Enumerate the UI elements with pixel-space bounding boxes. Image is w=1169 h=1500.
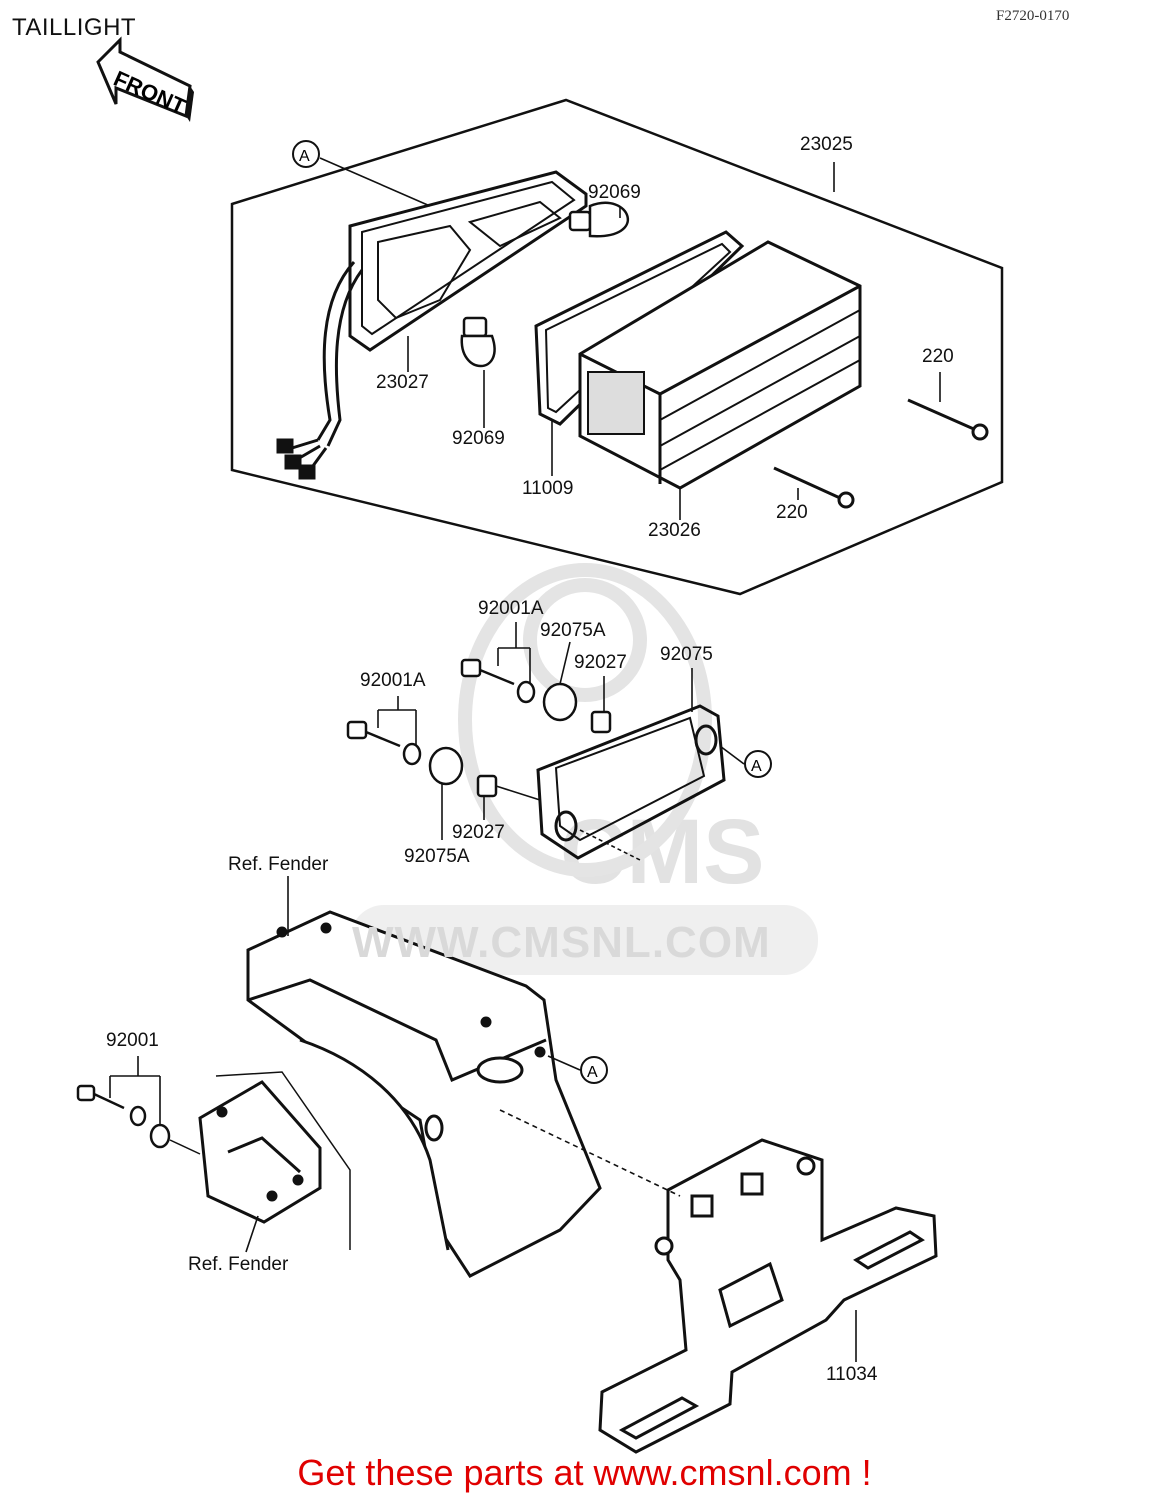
callout-92075[interactable]: 92075 bbox=[660, 644, 713, 665]
callout-220-lower[interactable]: 220 bbox=[776, 502, 808, 523]
bolt-92001 bbox=[76, 1084, 201, 1155]
figure-id: F2720-0170 bbox=[996, 8, 1070, 24]
rear-fender bbox=[246, 910, 602, 1278]
screw-lower bbox=[773, 466, 855, 509]
callout-ref-fender-top[interactable]: Ref. Fender bbox=[228, 854, 329, 875]
assembly-outline bbox=[230, 98, 1004, 596]
footer-link[interactable]: Get these parts at www.cmsnl.com ! bbox=[297, 1452, 872, 1493]
screw-upper bbox=[907, 398, 989, 441]
callout-92069-top[interactable]: 92069 bbox=[588, 182, 641, 203]
lens-housing bbox=[348, 170, 588, 352]
wire-harness bbox=[276, 261, 364, 480]
callout-23026[interactable]: 23026 bbox=[648, 520, 701, 541]
page-title: TAILLIGHT bbox=[12, 14, 137, 41]
license-plate-bracket bbox=[598, 1138, 938, 1454]
callout-92027-lower[interactable]: 92027 bbox=[452, 822, 505, 843]
watermark-url: WWW.CMSNL.COM bbox=[352, 918, 771, 967]
taillight-case bbox=[578, 240, 862, 490]
callout-92075a-lower[interactable]: 92075A bbox=[404, 846, 470, 867]
bulb-top bbox=[568, 201, 630, 238]
callout-220-upper[interactable]: 220 bbox=[922, 346, 954, 367]
ref-a-label-3: A bbox=[587, 1064, 598, 1081]
watermark-figure bbox=[350, 563, 818, 975]
watermark-brand: CMS bbox=[560, 801, 765, 903]
ref-a-label-2: A bbox=[751, 758, 762, 775]
callout-ref-fender-bottom[interactable]: Ref. Fender bbox=[188, 1254, 289, 1275]
fender-bracket bbox=[198, 1071, 351, 1250]
bolt-set-upper bbox=[460, 658, 612, 734]
callout-92001[interactable]: 92001 bbox=[106, 1030, 159, 1051]
callout-11034[interactable]: 11034 bbox=[826, 1364, 878, 1385]
callout-92069-bottom[interactable]: 92069 bbox=[452, 428, 505, 449]
callout-23025[interactable]: 23025 bbox=[800, 134, 853, 155]
callout-11009[interactable]: 11009 bbox=[522, 478, 574, 499]
ref-a-label-1: A bbox=[299, 148, 310, 165]
callout-92001a-upper[interactable]: 92001A bbox=[478, 598, 544, 619]
leader-lines bbox=[109, 157, 941, 1362]
bulb-bottom bbox=[460, 316, 496, 368]
callout-92075a-upper[interactable]: 92075A bbox=[540, 620, 606, 641]
front-arrow: FRONT bbox=[96, 36, 194, 122]
bolt-set-lower bbox=[346, 720, 498, 798]
ref-a-circles bbox=[292, 140, 772, 1084]
lens-mount-bracket bbox=[536, 704, 726, 860]
callout-92027-upper[interactable]: 92027 bbox=[574, 652, 627, 673]
callout-23027[interactable]: 23027 bbox=[376, 372, 429, 393]
callout-92001a-left[interactable]: 92001A bbox=[360, 670, 426, 691]
